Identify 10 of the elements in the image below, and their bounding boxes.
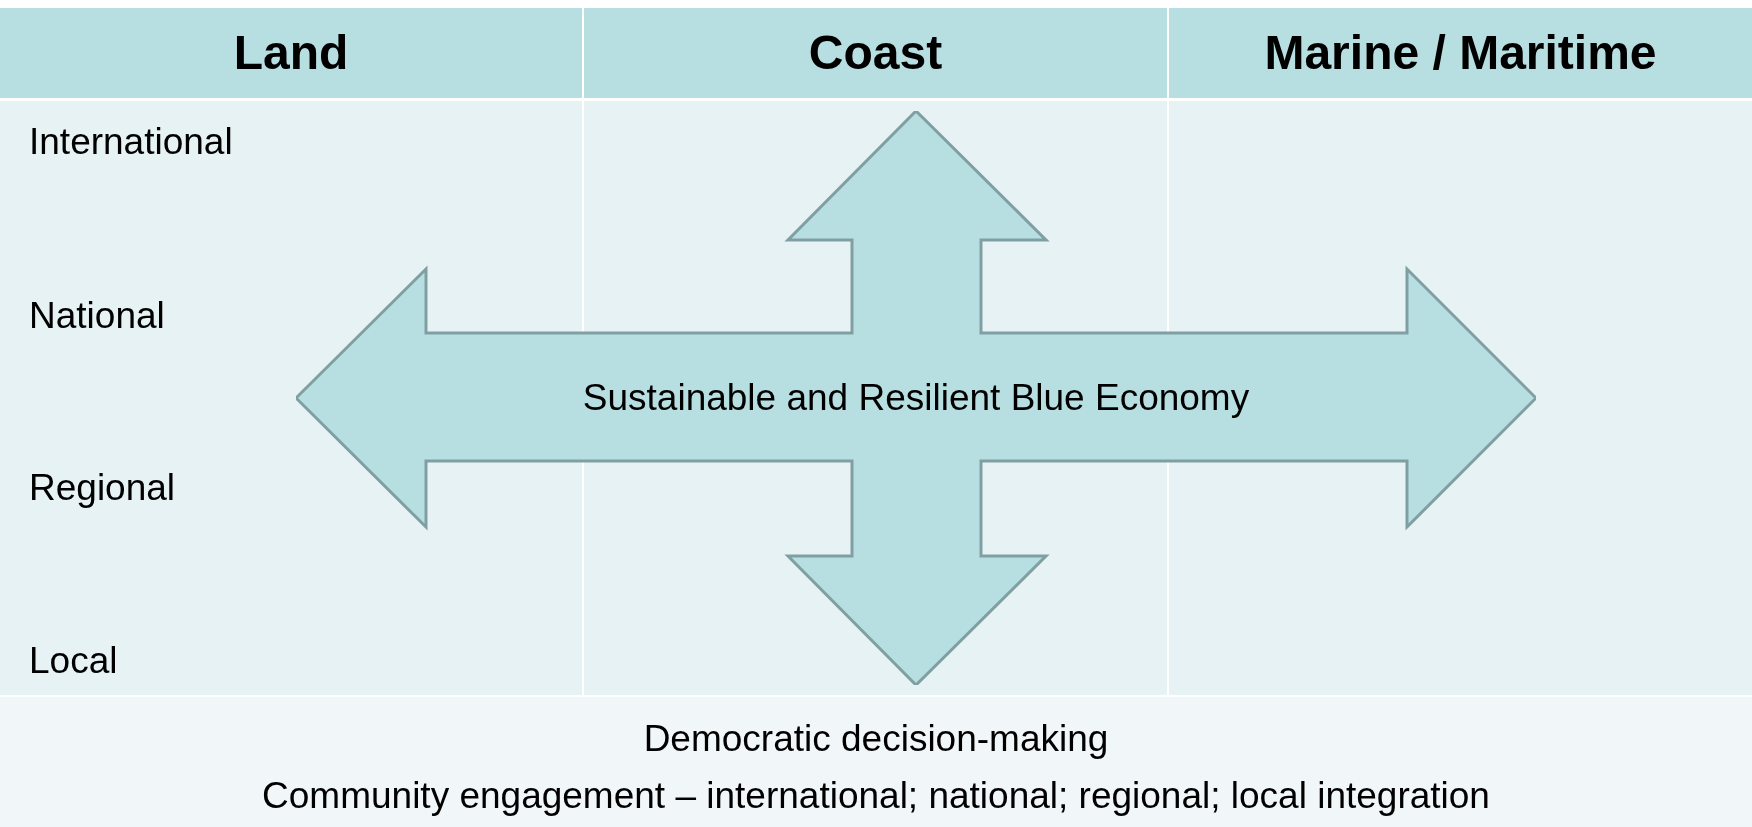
row-label: National [29,294,165,338]
header-cell: Marine / Maritime [1169,8,1752,98]
header-cell: Land [0,8,582,98]
row-label: International [29,120,233,164]
arrow-label: Sustainable and Resilient Blue Economy [581,376,1251,420]
footer-text: Democratic decision-making [642,717,1110,761]
row-label: Regional [29,466,176,510]
row-label: Local [29,639,118,683]
footer-text: Community engagement – international; national; regional; local integration [261,774,1491,818]
header-cell: Coast [584,8,1167,98]
